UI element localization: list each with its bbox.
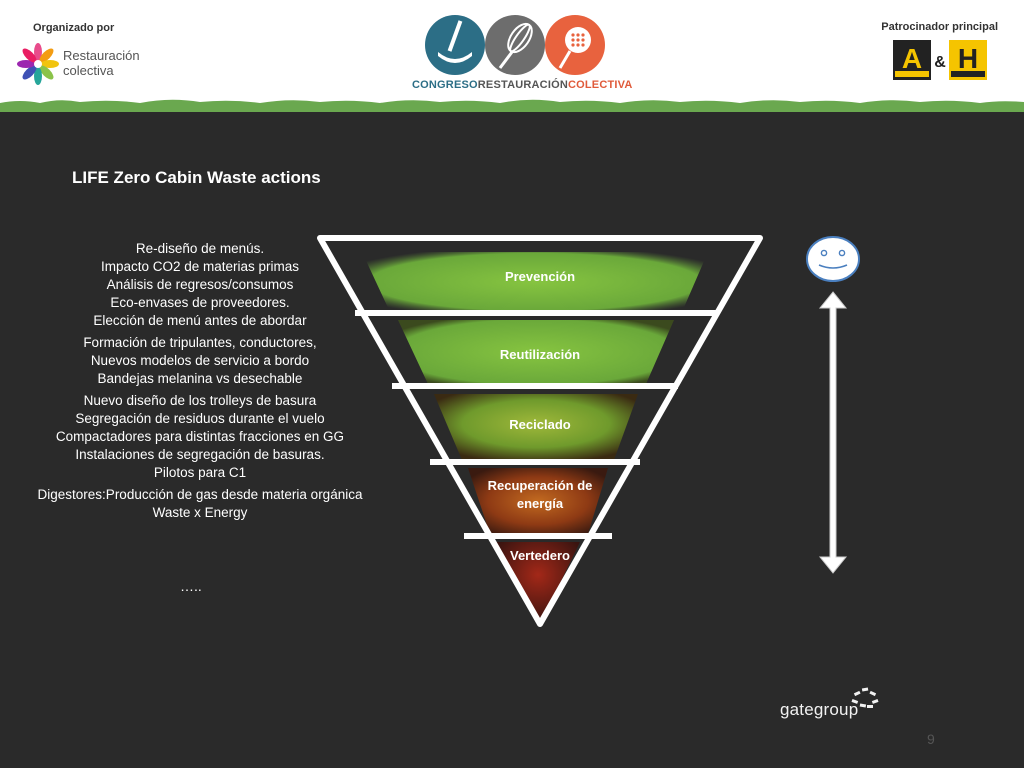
brand-name: gategroup bbox=[780, 700, 859, 719]
action-line: Pilotos para C1 bbox=[153, 465, 247, 480]
organizer-name: Restauración colectiva bbox=[63, 48, 140, 78]
grass-divider bbox=[0, 99, 1024, 113]
action-group: Formación de tripulantes, conductores, N… bbox=[28, 334, 372, 388]
action-line: Nuevos modelos de servicio a bordo bbox=[90, 353, 310, 368]
label-recuperacion: Recuperación de energía bbox=[487, 478, 593, 511]
svg-text:&: & bbox=[934, 54, 946, 71]
label-reutilizacion: Reutilización bbox=[499, 347, 581, 362]
congress-title: CONGRESORESTAURACIÓNCOLECTIVA bbox=[412, 79, 633, 91]
pyramid-outline bbox=[317, 235, 763, 627]
action-line: Waste x Energy bbox=[152, 505, 248, 520]
action-line: Formación de tripulantes, conductores, bbox=[83, 335, 317, 350]
sponsor-label: Patrocinador principal bbox=[881, 21, 998, 33]
organized-by-label: Organizado por bbox=[33, 22, 115, 34]
waste-hierarchy-pyramid bbox=[317, 235, 763, 627]
action-line: Re-diseño de menús. bbox=[135, 241, 265, 256]
label-reciclado: Reciclado bbox=[509, 417, 571, 432]
svg-text:A: A bbox=[902, 43, 922, 74]
action-line: Impacto CO2 de materias primas bbox=[100, 259, 300, 274]
level-vertedero bbox=[496, 542, 580, 624]
label-prevencion: Prevención bbox=[504, 269, 576, 284]
double-arrow-icon bbox=[818, 291, 848, 574]
smiley-face-icon bbox=[806, 236, 860, 282]
flower-logo-icon bbox=[17, 43, 59, 85]
slide-title: LIFE Zero Cabin Waste actions bbox=[72, 168, 321, 187]
ellipsis: ….. bbox=[180, 578, 202, 594]
action-line: Nuevo diseño de los trolleys de basura bbox=[83, 393, 317, 408]
page-number: 9 bbox=[927, 731, 935, 747]
sponsor-logo-icon: A & H bbox=[893, 40, 987, 80]
gategroup-logo-icon bbox=[851, 687, 879, 708]
congress-logo-icon bbox=[425, 15, 605, 75]
level-reutilizacion bbox=[398, 320, 674, 384]
svg-text:H: H bbox=[958, 43, 978, 74]
action-group: Digestores:Producción de gas desde mater… bbox=[28, 486, 372, 522]
level-recuperacion bbox=[468, 468, 608, 534]
label-vertedero: Vertedero bbox=[510, 548, 570, 563]
action-line: Segregación de residuos durante el vuelo bbox=[75, 411, 325, 426]
actions-list: Re-diseño de menús. Impacto CO2 de mater… bbox=[28, 240, 372, 526]
action-group: Re-diseño de menús. Impacto CO2 de mater… bbox=[28, 240, 372, 330]
action-line: Bandejas melanina vs desechable bbox=[97, 371, 303, 386]
action-line: Análisis de regresos/consumos bbox=[106, 277, 294, 292]
header: Organizado por Restauración colectiva bbox=[0, 0, 1024, 113]
action-line: Elección de menú antes de abordar bbox=[93, 313, 307, 328]
action-group: Nuevo diseño de los trolleys de basura S… bbox=[28, 392, 372, 482]
level-reciclado bbox=[434, 394, 638, 460]
action-line: Eco-envases de proveedores. bbox=[110, 295, 290, 310]
level-prevencion bbox=[362, 252, 708, 312]
action-line: Digestores:Producción de gas desde mater… bbox=[37, 487, 363, 502]
action-line: Instalaciones de segregación de basuras. bbox=[75, 447, 325, 462]
action-line: Compactadores para distintas fracciones … bbox=[55, 429, 345, 444]
